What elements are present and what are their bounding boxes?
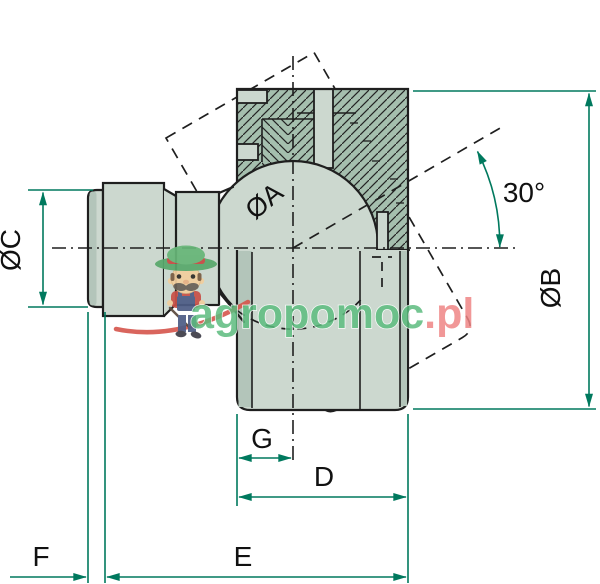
label-g: G — [251, 423, 273, 454]
pin-assembly — [86, 181, 178, 318]
socket-cylinder — [224, 250, 410, 412]
centerlines — [52, 56, 516, 462]
chevron-insert — [261, 118, 313, 166]
watermark-brand-suffix: .pl — [424, 290, 474, 338]
farmer-mascot-icon — [155, 245, 217, 339]
hidden-bore-arc — [224, 299, 362, 330]
label-e: E — [234, 541, 253, 572]
label-angle-30: 30° — [503, 177, 545, 208]
housing-outline — [235, 87, 410, 252]
label-diameter-b: ØB — [535, 268, 566, 308]
left-edge-notch — [236, 143, 259, 161]
label-diameter-c: ØC — [0, 229, 26, 271]
top-slot — [313, 88, 334, 169]
tilted-centerline-30deg — [292, 126, 503, 249]
tilted-housing-outline-dashed — [164, 51, 471, 413]
grease-passage — [376, 211, 389, 251]
dimension-angle-30 — [476, 150, 504, 248]
watermark-brand-green: agropomoc — [190, 290, 424, 338]
dimensions — [10, 90, 596, 583]
watermark-brand-text: agropomoc.pl — [190, 290, 474, 338]
pin-disc-shading — [89, 191, 97, 306]
dimension-diameter-c — [28, 189, 93, 308]
label-d: D — [314, 461, 334, 492]
section-tick-marks — [350, 122, 404, 204]
dimension-d — [238, 414, 409, 583]
dimension-diameter-b — [413, 90, 596, 410]
label-f: F — [32, 541, 49, 572]
dimension-g — [236, 414, 292, 506]
dimension-e — [87, 312, 407, 583]
top-left-notch — [236, 89, 268, 104]
pin-cylinder — [101, 181, 166, 318]
watermark: agropomoc.pl — [113, 245, 475, 339]
